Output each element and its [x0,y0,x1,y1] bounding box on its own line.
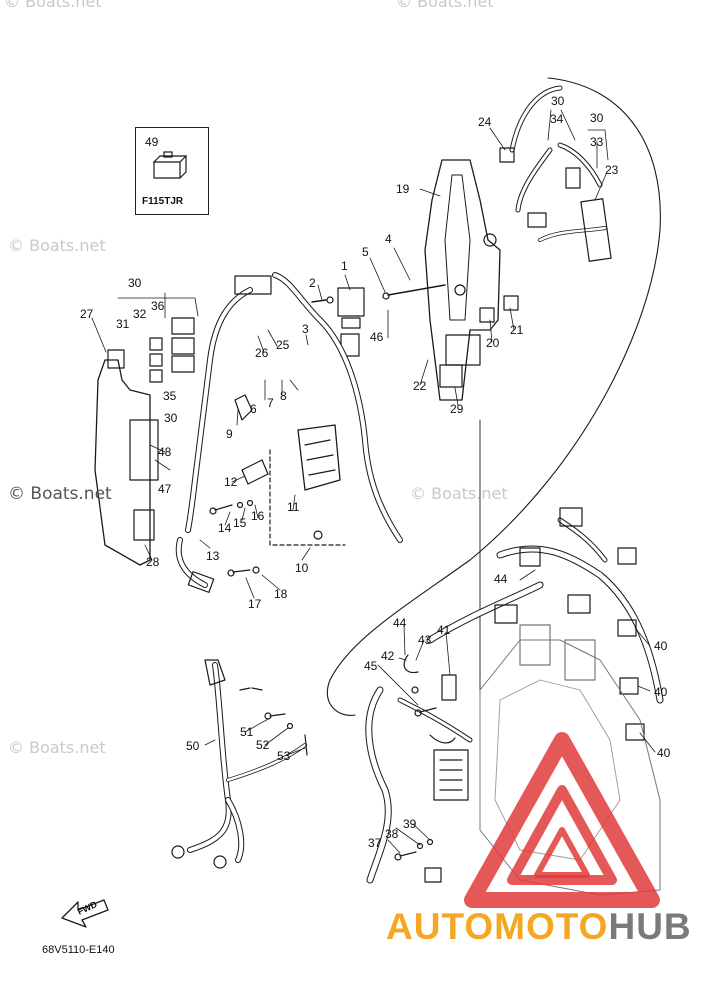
callout-47: 47 [158,482,172,496]
callout-50: 50 [186,739,200,753]
callout-6: 6 [250,402,257,416]
callout-14: 14 [218,521,232,535]
callout-45: 45 [364,659,378,673]
callout-22: 22 [413,379,427,393]
watermark-left-middle: © Boats.net [8,484,112,504]
watermark-left-lower: © Boats.net [8,738,106,757]
callout-48: 48 [158,445,172,459]
callout-39: 39 [403,817,417,831]
callout-40-b: 40 [654,685,668,699]
callout-29: 29 [450,402,464,416]
callout-26: 26 [255,346,269,360]
callout-25: 25 [276,338,290,352]
callout-27: 27 [80,307,94,321]
callout-30-left: 30 [128,276,142,290]
brand-logo-icon [464,732,660,908]
callout-21: 21 [510,323,524,337]
brand-wordmark-part1: AUTOMOTO [386,906,609,947]
callout-30-top: 30 [551,94,565,108]
inset-model-label: F115TJR [142,196,184,207]
watermark-left-upper: © Boats.net [8,236,106,255]
callout-12: 12 [224,475,238,489]
callout-53: 53 [277,749,291,763]
callout-40-c: 40 [657,746,671,760]
callout-16: 16 [251,509,265,523]
callout-8: 8 [280,389,287,403]
callout-31: 31 [116,317,130,331]
callout-40-a: 40 [654,639,668,653]
callout-18: 18 [274,587,288,601]
callout-4: 4 [385,232,392,246]
callout-43: 43 [418,633,432,647]
callout-32: 32 [133,307,147,321]
callout-30-right: 30 [590,111,604,125]
callout-13: 13 [206,549,220,563]
brand-wordmark: AUTOMOTOHUB [386,908,692,945]
callout-52: 52 [256,738,270,752]
callout-2: 2 [309,276,316,290]
callout-37: 37 [368,836,382,850]
callout-10: 10 [295,561,309,575]
callout-38: 38 [385,827,399,841]
callout-20: 20 [486,336,500,350]
coupler-icon [152,151,188,179]
callout-7: 7 [267,396,274,410]
watermark-top-right: © Boats.net [396,0,494,11]
callout-35: 35 [163,389,177,403]
callout-19: 19 [396,182,410,196]
diagram-code: 68V5110-E140 [42,944,115,956]
callout-11: 11 [287,500,300,514]
callout-34: 34 [550,112,564,126]
callout-24: 24 [478,115,492,129]
watermark-top-left: © Boats.net [4,0,102,11]
callout-30-lower: 30 [164,411,178,425]
callout-44-b: 44 [393,616,407,630]
callout-17: 17 [248,597,262,611]
callout-5: 5 [362,245,369,259]
callout-41: 41 [437,623,451,637]
callout-28: 28 [146,555,160,569]
callout-44-a: 44 [494,572,508,586]
watermark-center: © Boats.net [410,484,508,503]
callout-1: 1 [341,259,348,273]
callout-46: 46 [370,330,384,344]
callout-51: 51 [240,725,254,739]
callout-23: 23 [605,163,619,177]
brand-wordmark-part2: HUB [608,906,692,947]
callout-42: 42 [381,649,395,663]
callout-9: 9 [226,427,233,441]
callout-15: 15 [233,516,247,530]
callout-33: 33 [590,135,604,149]
model-variant-inset: 49 F115TJR [135,127,209,215]
callout-3: 3 [302,322,309,336]
callout-36: 36 [151,299,165,313]
inset-part-number: 49 [145,135,159,149]
